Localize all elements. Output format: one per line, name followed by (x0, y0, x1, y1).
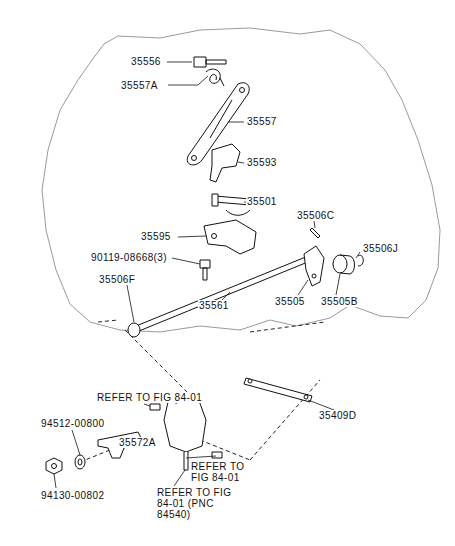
part-number: 35557A (120, 80, 159, 91)
part-number: 35556 (130, 56, 162, 67)
part-number: 90119-08668(3) (90, 252, 168, 263)
part-number: 35561 (198, 300, 230, 311)
assembly-dashed-lines (80, 320, 325, 462)
part-number: 35505 (274, 296, 306, 307)
part-number: 94512-00800 (40, 418, 105, 429)
part-number: 35572A (118, 437, 157, 448)
part-number: 35557 (246, 116, 278, 127)
transmission-housing-outline (42, 28, 440, 332)
part-number: 35409D (318, 410, 357, 421)
part-number: 35593 (246, 157, 278, 168)
part-number: 35505B (320, 296, 359, 307)
parts (46, 57, 363, 474)
part-number: 35506J (362, 243, 399, 254)
part-number: 35501 (246, 196, 278, 207)
reference-note: REFER TO FIG 84-01 (PNC 84540) (156, 487, 234, 520)
part-number: REFER TO FIG 84-01 (96, 392, 203, 403)
reference-note: REFER TO FIG 84-01 (190, 461, 252, 483)
part-number: 35506F (98, 274, 136, 285)
part-number: 35595 (140, 231, 172, 242)
part-number: 94130-00802 (40, 490, 105, 501)
part-number: 35506C (296, 210, 335, 221)
